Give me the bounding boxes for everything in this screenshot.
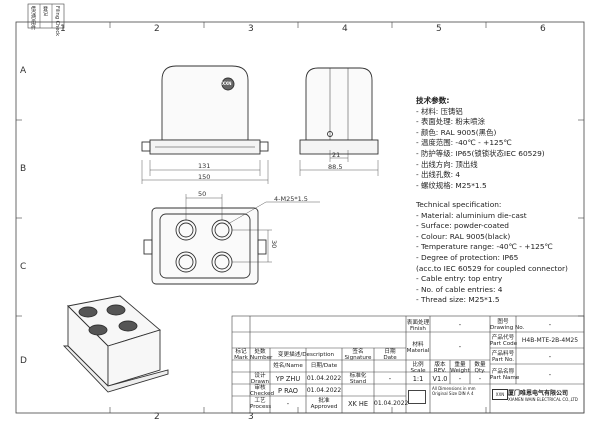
spec-en-line: - Material: aluminium die-cast xyxy=(416,210,527,220)
front-view xyxy=(141,65,269,184)
spec-cn-line: - 温度范围: -40℃ - +125℃ xyxy=(416,138,512,148)
spec-cn-line: - 表面处理: 粉末喷涂 xyxy=(416,117,485,127)
spec-cn: 技术参数: - 材料: 压铸铝 - 表面处理: 粉末喷涂 - 颜色: RAL 9… xyxy=(416,96,545,191)
grid-col-3: 3 xyxy=(248,24,254,34)
tb-qty-value: - xyxy=(478,375,482,383)
spec-en-line: - No. of cable entries: 4 xyxy=(416,284,503,294)
grid-row-c: C xyxy=(20,262,27,272)
grid-col-5: 5 xyxy=(436,24,442,34)
grid-col-2: 2 xyxy=(154,24,160,34)
dim-150: 150 xyxy=(198,173,211,181)
spec-cn-line: - 螺纹规格: M25*1.5 xyxy=(416,180,487,190)
grid-col-2-bottom: 2 xyxy=(154,412,160,422)
spec-en-line: (acc.to IEC 60529 for coupled connector) xyxy=(416,263,568,273)
tb-weight-value: - xyxy=(458,375,462,383)
spec-en: Technical specification: - Material: alu… xyxy=(416,200,568,306)
dim-30: 30 xyxy=(270,240,278,249)
top-view xyxy=(143,194,320,285)
spec-en-line: - Cable entry: top entry xyxy=(416,274,503,284)
tb-part-no-value: - xyxy=(548,353,552,361)
dim-50: 50 xyxy=(198,190,207,198)
spec-cn-line: - 颜色: RAL 9005(黑色) xyxy=(416,127,497,137)
company-name-cn: 厦门唯恩电气有限公司 xyxy=(508,390,569,397)
tb-approved-name: XK HE xyxy=(347,400,369,408)
tb-name-header: 姓名/Name xyxy=(273,363,303,369)
tb-drawn-name: YP ZHU xyxy=(275,375,301,383)
spec-en-line: - Degree of protection: IP65 xyxy=(416,252,519,262)
spec-en-title: Technical specification: xyxy=(416,200,502,209)
tb-part-name-value: - xyxy=(548,371,552,379)
spec-cn-line: - 出线方向: 顶出线 xyxy=(416,159,478,169)
tb-process-value: - xyxy=(286,400,290,408)
tb-rev-value: V1.0 xyxy=(432,375,448,383)
spec-cn-line: - 材料: 压铸铝 xyxy=(416,106,463,116)
tb-checked-name: P RAO xyxy=(278,387,298,395)
company-logo-icon: XXN xyxy=(492,389,508,400)
spec-en-line: - Thread size: M25*1.5 xyxy=(416,295,500,305)
tb-finish-value: - xyxy=(458,321,462,329)
tb-material-value: - xyxy=(458,343,462,351)
grid-col-3-bottom: 3 xyxy=(248,412,254,422)
grid-col-4: 4 xyxy=(342,24,348,34)
dim-88-5: 88.5 xyxy=(328,163,343,171)
side-strip-label-3: Filing Check xyxy=(54,6,60,36)
tb-scale-value: 1:1 xyxy=(412,375,424,383)
tb-approved-date: 01.04.2022 xyxy=(374,400,409,407)
isometric-view xyxy=(62,295,169,393)
grid-row-a: A xyxy=(20,66,27,76)
tb-checked-date: 01.04.2022 xyxy=(306,387,342,394)
spec-cn-line: - 防护等级: IP65(锁锁状态IEC 60529) xyxy=(416,148,545,158)
side-strip-label-2: 登记 xyxy=(42,6,48,16)
thread-callout: 4-M25*1.5 xyxy=(274,195,308,203)
spec-cn-line: - 出线孔数: 4 xyxy=(416,170,461,180)
grid-col-1: 1 xyxy=(60,24,66,34)
spec-en-line: - Temperature range: -40℃ - +125℃ xyxy=(416,242,553,252)
company-name-en: XIAMEN WAIN ELECTRICAL CO.,LTD xyxy=(508,397,578,402)
product-logo: XXN xyxy=(222,81,232,86)
spec-en-line: - Colour: RAL 9005(black) xyxy=(416,231,511,241)
side-view xyxy=(299,67,379,176)
side-strip-label-1: 借(通)用件 xyxy=(30,6,36,30)
side-strip xyxy=(27,3,65,29)
tb-drawing-no-value: - xyxy=(548,321,552,329)
tb-stand-value: - xyxy=(388,375,392,383)
tb-description: 变更描述/Description xyxy=(277,352,335,358)
title-block-lines xyxy=(231,315,585,414)
tb-date2-header: 日期/Date xyxy=(310,363,338,369)
projection-symbol-icon xyxy=(408,390,426,404)
tb-drawn-date: 01.04.2022 xyxy=(306,375,342,382)
grid-col-6: 6 xyxy=(540,24,546,34)
tb-part-code-value: H4B-MTE-2B-4M25 xyxy=(521,337,579,344)
dim-21: 21 xyxy=(332,151,341,159)
grid-row-d: D xyxy=(20,356,27,366)
dim-131: 131 xyxy=(198,162,211,170)
spec-en-line: - Surface: powder-coated xyxy=(416,221,509,231)
grid-row-b: B xyxy=(20,164,27,174)
spec-cn-title: 技术参数: xyxy=(416,96,450,105)
